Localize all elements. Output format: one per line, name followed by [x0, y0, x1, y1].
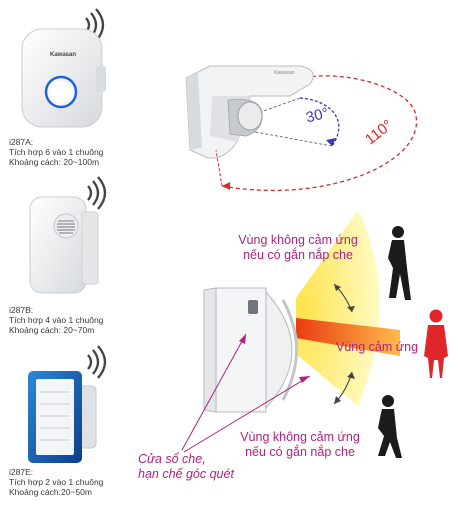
feature-label: Tích hợp 4 vào 1 chuông	[9, 315, 104, 325]
brand-logo-i287a: Kawasan	[49, 52, 76, 58]
caption-i287a: i287A: Tích hợp 6 vào 1 chuông Khoảng cá…	[9, 137, 103, 167]
callout-arrows	[181, 333, 311, 453]
callout-line1: Cửa sổ che,	[138, 452, 206, 466]
doorbell-receiver-i287a	[21, 8, 106, 128]
caption-i287b: i287B: Tích hợp 4 vào 1 chuông Khoảng cá…	[9, 305, 103, 335]
model-label: i287E:	[9, 467, 34, 477]
zone-label-bottom-line2: nếu có gắn nắp che	[245, 445, 355, 459]
model-label: i287B:	[9, 305, 34, 315]
zone-label-top: Vùng không cảm ứng nếu có gắn nắp che	[224, 233, 372, 263]
detection-zone-diagram	[203, 210, 400, 413]
range-label: Khoảng cách:20~50m	[9, 487, 92, 497]
feature-label: Tích hợp 2 vào 1 chuông	[9, 477, 104, 487]
zone-label-top-line2: nếu có gắn nắp che	[243, 248, 353, 262]
signal-waves-icon	[87, 176, 107, 210]
caption-i287e: i287E: Tích hợp 2 vào 1 chuông Khoảng cá…	[9, 467, 103, 497]
doorbell-receiver-i287e	[28, 345, 107, 463]
feature-label: Tích hợp 6 vào 1 chuông	[9, 147, 104, 157]
zone-red-beam	[296, 318, 400, 356]
callout-line2: hạn chế góc quét	[138, 467, 234, 481]
person-standing-red-icon	[424, 309, 448, 378]
doorbell-receiver-i287b	[29, 176, 107, 294]
motion-sensor-top-view	[185, 65, 418, 192]
zone-label-bottom-line1: Vùng không cảm ứng	[240, 430, 360, 444]
zone-yellow	[296, 210, 380, 406]
person-walking-top-icon	[388, 226, 411, 300]
zone-label-top-line1: Vùng không cảm ứng	[238, 233, 358, 247]
brand-logo-sensor: Kawasan	[274, 70, 295, 76]
zone-label-bottom: Vùng không cảm ứng nếu có gắn nắp che	[226, 430, 374, 460]
person-walking-bottom-icon	[378, 395, 402, 458]
angle-110-arc	[221, 75, 418, 192]
model-label: i287A:	[9, 137, 34, 147]
signal-waves-icon	[87, 345, 107, 379]
zone-label-active: Vùng cảm ứng	[336, 340, 419, 354]
callout-text: Cửa sổ che, hạn chế góc quét	[138, 452, 234, 482]
range-label: Khoảng cách: 20~70m	[9, 325, 95, 335]
range-label: Khoảng cách: 20~100m	[9, 157, 100, 167]
